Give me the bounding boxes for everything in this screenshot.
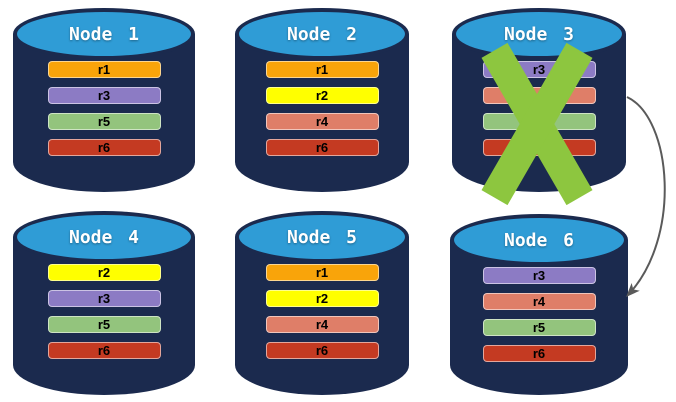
node-title: Node 1 [68, 23, 140, 45]
failure-x-icon [481, 42, 593, 206]
replica-bar-r6: r6 [47, 342, 161, 359]
replica-rows: r2 r3 r5 r6 [13, 264, 195, 359]
replica-bar-r5: r5 [47, 113, 161, 130]
node-title: Node 3 [503, 23, 575, 45]
replica-bar-r3: r3 [47, 87, 161, 104]
replica-bar-r5: r5 [482, 319, 596, 336]
node-4: Node 4 r2 r3 r5 r6 [13, 211, 195, 395]
cylinder-top: Node 5 [235, 211, 409, 263]
replica-rows: r1 r2 r4 r6 [235, 61, 409, 156]
node-5: Node 5 r1 r2 r4 r6 [235, 211, 409, 395]
replica-bar-r2: r2 [265, 290, 379, 307]
cylinder-top: Node 2 [235, 8, 409, 60]
node-title: Node 5 [286, 226, 358, 248]
cylinder-top: Node 6 [450, 214, 628, 266]
replica-bar-r1: r1 [265, 61, 379, 78]
replica-bar-r6: r6 [482, 345, 596, 362]
node-title: Node 6 [503, 229, 575, 251]
node-6: Node 6 r3 r4 r5 r6 [450, 214, 628, 395]
replica-bar-r6: r6 [265, 342, 379, 359]
replica-rows: r1 r3 r5 r6 [13, 61, 195, 156]
replica-rows: r3 r4 r5 r6 [450, 267, 628, 362]
replica-rows: r1 r2 r4 r6 [235, 264, 409, 359]
cylinder-top: Node 4 [13, 211, 195, 263]
replica-bar-r1: r1 [265, 264, 379, 281]
node-1: Node 1 r1 r3 r5 r6 [13, 8, 195, 192]
replica-bar-r1: r1 [47, 61, 161, 78]
cylinder-top: Node 3 [452, 8, 626, 60]
cylinder-top: Node 1 [13, 8, 195, 60]
replica-bar-r2: r2 [47, 264, 161, 281]
replica-bar-r6: r6 [47, 139, 161, 156]
replica-bar-r6: r6 [265, 139, 379, 156]
node-3: Node 3 r3 [452, 8, 626, 206]
replica-bar-r5: r5 [47, 316, 161, 333]
replica-bar-r4: r4 [265, 113, 379, 130]
node-title: Node 2 [286, 23, 358, 45]
node-2: Node 2 r1 r2 r4 r6 [235, 8, 409, 192]
replica-bar-r4: r4 [482, 293, 596, 310]
node-title: Node 4 [68, 226, 140, 248]
replica-bar-r3: r3 [47, 290, 161, 307]
replica-bar-r4: r4 [265, 316, 379, 333]
replica-bar-r2: r2 [265, 87, 379, 104]
replica-bar-r3: r3 [482, 267, 596, 284]
